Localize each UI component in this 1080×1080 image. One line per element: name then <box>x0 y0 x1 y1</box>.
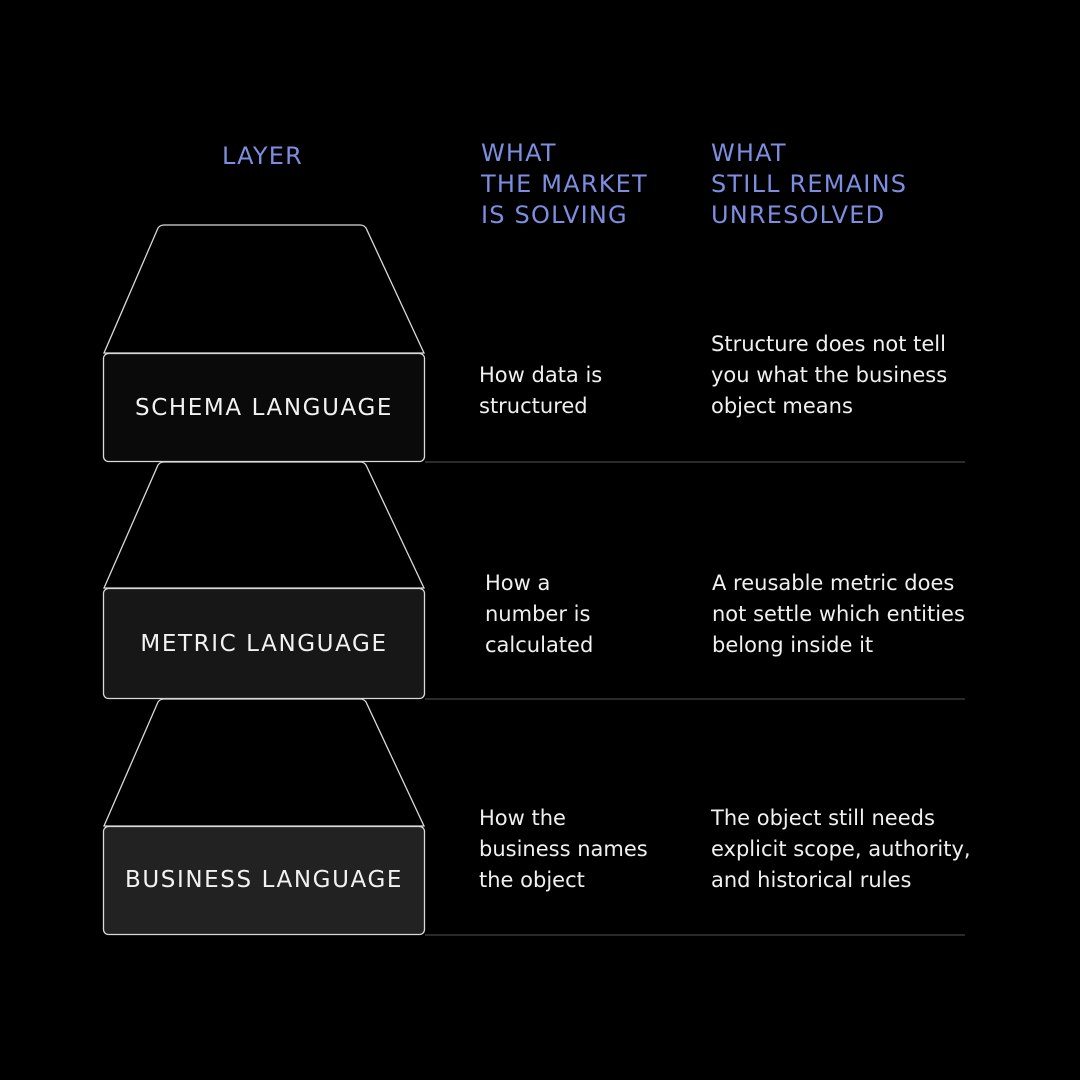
schema-unresolved-text: Structure does not tell you what the bus… <box>711 332 948 418</box>
schema-market-text: How data is structured <box>479 363 603 418</box>
business-market-text: How the business names the object <box>479 806 648 892</box>
schema-language-label: SCHEMA LANGUAGE <box>135 395 393 421</box>
business-language-label: BUSINESS LANGUAGE <box>124 867 404 893</box>
header-market-solving: WHAT THE MARKET IS SOLVING <box>481 139 648 229</box>
header-layer: LAYER <box>222 142 303 170</box>
header-still-unresolved: WHAT STILL REMAINS UNRESOLVED <box>711 139 908 229</box>
metric-language-label: METRIC LANGUAGE <box>140 631 388 657</box>
metric-layer-top-face <box>103 461 426 589</box>
business-layer-box <box>102 825 426 936</box>
schema-layer-top-face <box>103 224 426 354</box>
metric-market-text: How a number is calculated <box>485 571 594 657</box>
metric-unresolved-text: A reusable metric does not settle which … <box>712 571 965 657</box>
business-layer-top-face <box>103 698 426 827</box>
business-unresolved-text: The object still needs explicit scope, a… <box>711 806 971 892</box>
